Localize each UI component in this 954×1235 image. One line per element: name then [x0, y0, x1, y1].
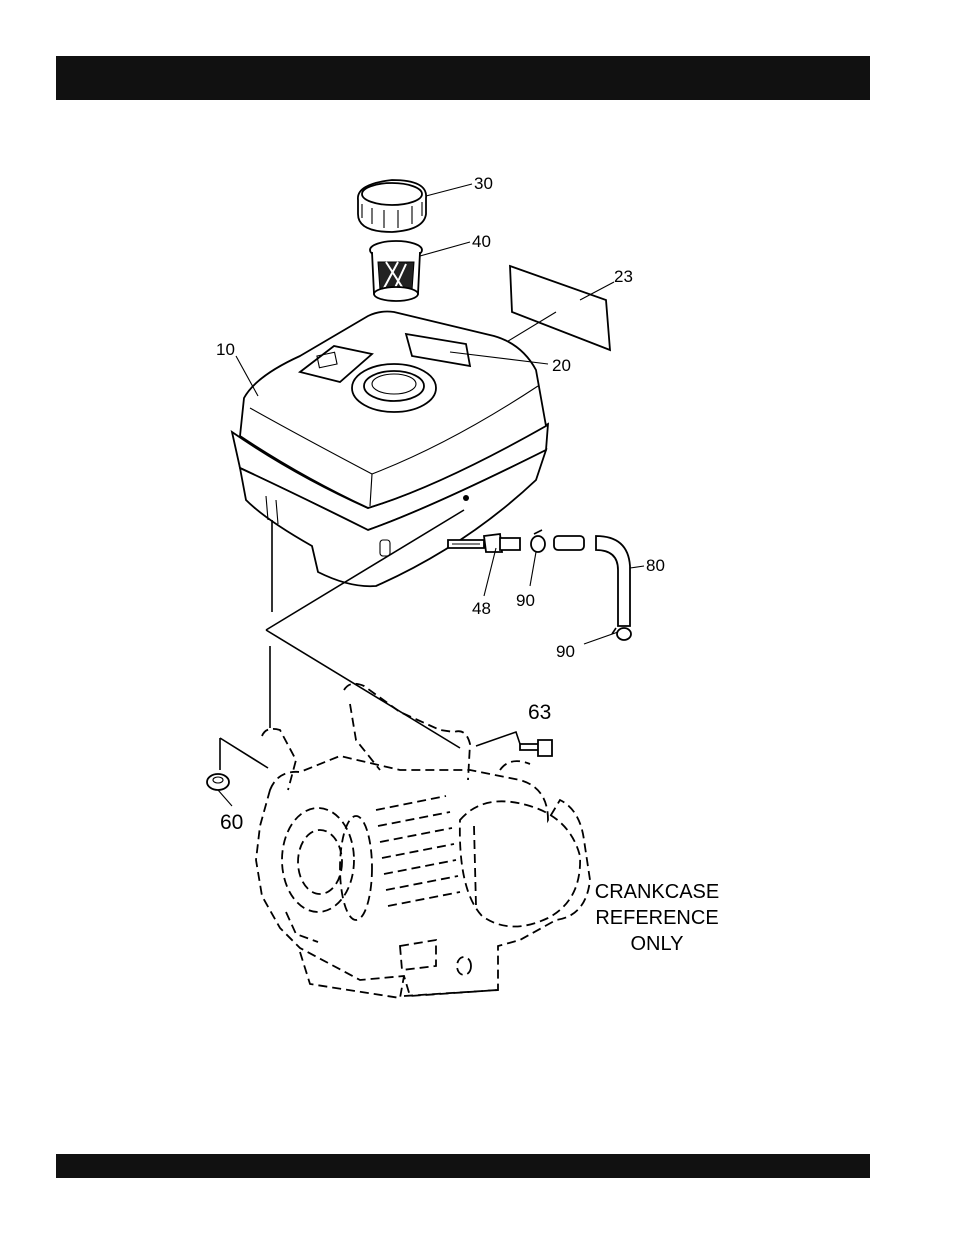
callout-20: 20: [552, 356, 571, 375]
fuel-strainer-part: [370, 241, 422, 301]
callout-10: 10: [216, 340, 235, 359]
callout-23: 23: [614, 267, 633, 286]
callout-80: 80: [646, 556, 665, 575]
decal-23-part: [500, 266, 610, 350]
fuel-cap-part: [358, 180, 426, 232]
callout-48: 48: [472, 599, 491, 618]
nut-part: [207, 774, 229, 790]
crankcase-reference: [256, 684, 590, 998]
note-line-1: CRANKCASE: [595, 881, 719, 903]
callout-30: 30: [474, 174, 493, 193]
note-line-2: REFERENCE: [595, 907, 718, 929]
note-line-3: ONLY: [631, 933, 684, 955]
callout-90-upper: 90: [516, 591, 535, 610]
callout-40: 40: [472, 232, 491, 251]
hose-clamp-lower-part: [612, 628, 631, 640]
callout-60: 60: [220, 811, 243, 834]
fuel-hose-part: [554, 536, 630, 626]
callout-90-lower: 90: [556, 642, 575, 661]
bolt-part: [520, 740, 552, 756]
callout-63: 63: [528, 701, 551, 724]
hose-clamp-upper-part: [531, 530, 545, 552]
